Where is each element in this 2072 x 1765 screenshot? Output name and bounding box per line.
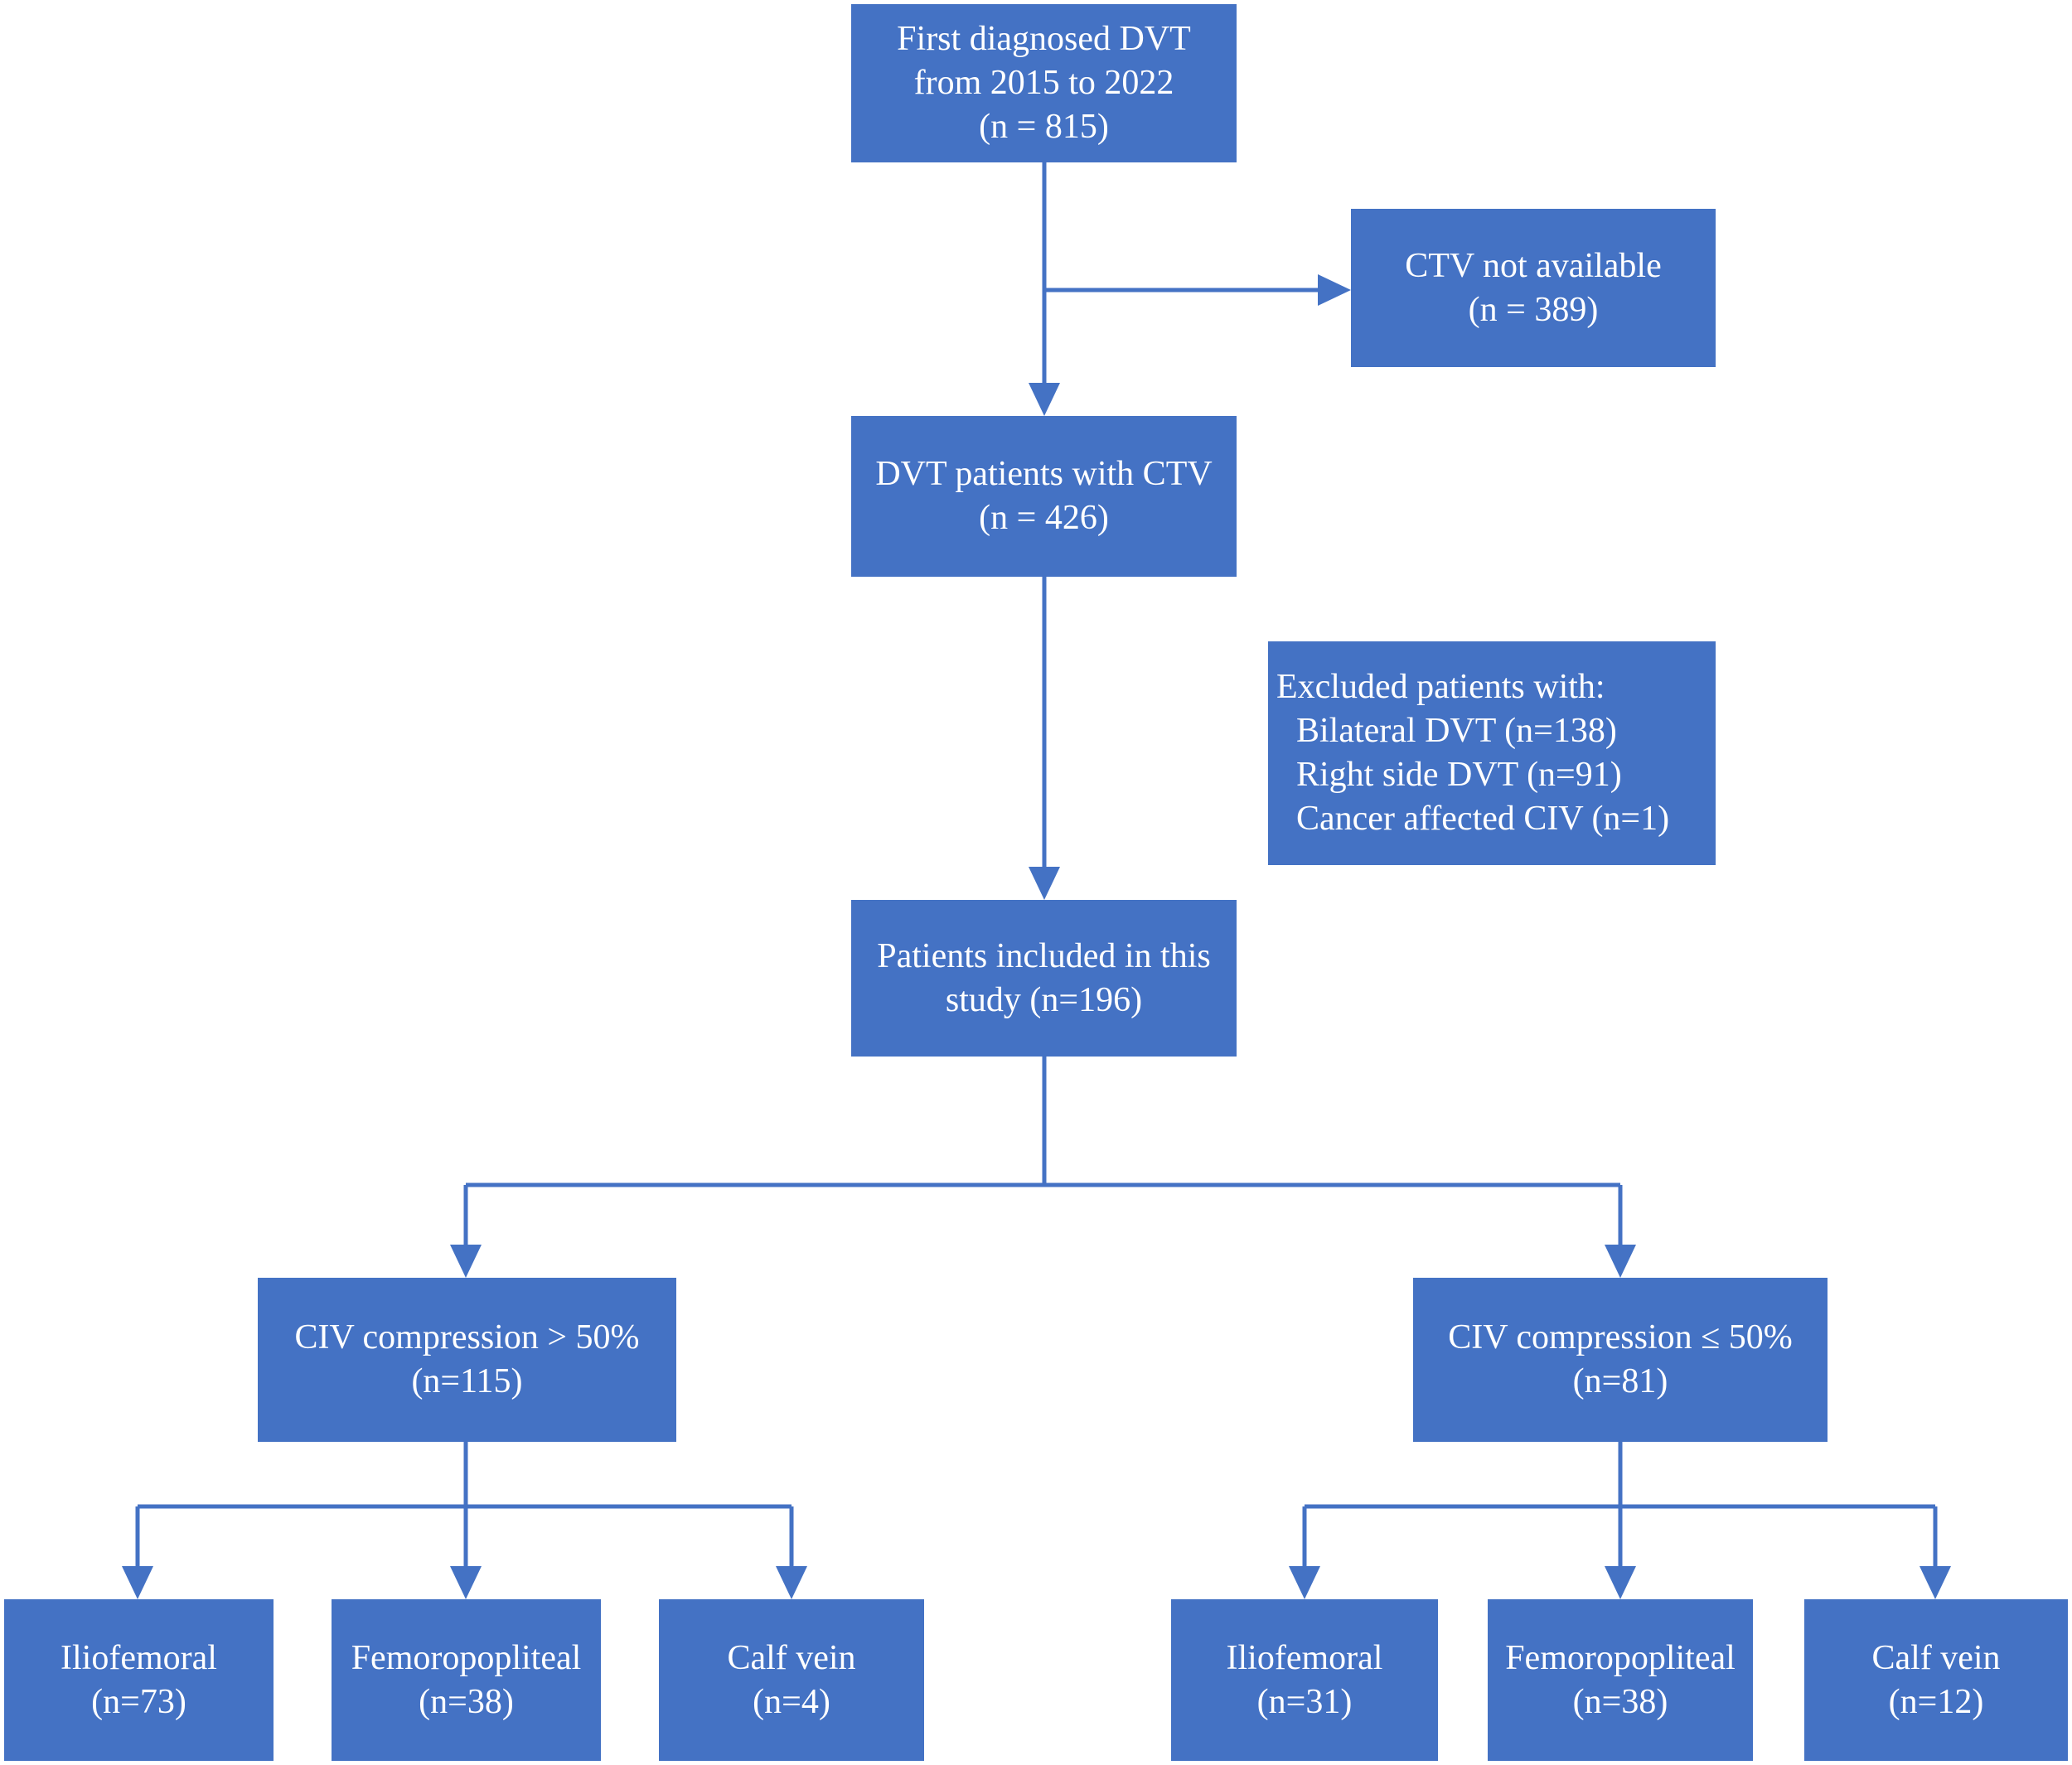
arrowhead-le-femoro [1605, 1566, 1636, 1599]
arrowhead-gt-ilio [122, 1566, 153, 1599]
box-le-iliofemoral: Iliofemoral (n=31) [1171, 1599, 1438, 1761]
box-first-line1: First diagnosed DVT [897, 20, 1191, 58]
arrowhead-le-ilio [1289, 1566, 1320, 1599]
box-gt-femoro-line2: (n=38) [419, 1682, 514, 1721]
box-gt50-line1: CIV compression > 50% [294, 1318, 640, 1356]
box-le-ilio-line1: Iliofemoral [1226, 1638, 1383, 1677]
arrowhead-ctv-not [1318, 274, 1351, 306]
box-ctv-not-line2: (n = 389) [1468, 290, 1599, 329]
box-gt-femoro-line1: Femoropopliteal [351, 1638, 582, 1677]
box-le-calf-line2: (n=12) [1888, 1682, 1984, 1721]
box-le50-line2: (n=81) [1572, 1362, 1668, 1400]
box-le-ilio-line2: (n=31) [1256, 1682, 1353, 1721]
box-gt-calf-line1: Calf vein [727, 1638, 856, 1677]
box-ctv-not-available: CTV not available (n = 389) [1351, 209, 1716, 367]
box-dvt-with-ctv: DVT patients with CTV (n = 426) [851, 416, 1237, 577]
box-excluded-item: Cancer affected CIV (n=1) [1296, 800, 1670, 838]
box-civ-gt50: CIV compression > 50% (n=115) [258, 1278, 676, 1442]
arrowhead-gt-calf [776, 1566, 807, 1599]
box-first-line3: (n = 815) [979, 108, 1109, 146]
box-first-diagnosed: First diagnosed DVT from 2015 to 2022 (n… [851, 4, 1237, 162]
arrowhead-gt-femoro [450, 1566, 482, 1599]
arrowhead-le50 [1605, 1245, 1636, 1278]
box-ctv-not-line1: CTV not available [1405, 246, 1662, 285]
arrowhead-le-calf [1920, 1566, 1951, 1599]
box-gt-calf-vein: Calf vein (n=4) [659, 1599, 924, 1761]
box-le-calf-vein: Calf vein (n=12) [1804, 1599, 2068, 1761]
arrowhead-with-ctv [1029, 383, 1060, 416]
arrowhead-included [1029, 867, 1060, 900]
box-gt-iliofemoral: Iliofemoral (n=73) [4, 1599, 274, 1761]
box-le-femoro-line2: (n=38) [1572, 1682, 1668, 1721]
box-included: Patients included in this study (n=196) [851, 900, 1237, 1057]
box-excluded: Excluded patients with: Bilateral DVT (n… [1268, 641, 1716, 865]
box-with-ctv-line2: (n = 426) [979, 499, 1109, 537]
box-gt50-line2: (n=115) [411, 1362, 523, 1400]
box-with-ctv-line1: DVT patients with CTV [875, 455, 1213, 493]
box-le50-line1: CIV compression ≤ 50% [1448, 1318, 1793, 1356]
box-civ-le50: CIV compression ≤ 50% (n=81) [1413, 1278, 1828, 1442]
box-gt-ilio-line2: (n=73) [91, 1682, 186, 1721]
box-excluded-title: Excluded patients with: [1276, 668, 1605, 706]
box-gt-femoropopliteal: Femoropopliteal (n=38) [332, 1599, 601, 1761]
box-included-line1: Patients included in this [877, 936, 1211, 975]
box-gt-ilio-line1: Iliofemoral [61, 1638, 217, 1677]
box-excluded-item: Right side DVT (n=91) [1296, 756, 1622, 794]
box-le-calf-line1: Calf vein [1871, 1638, 2001, 1677]
box-included-line2: study (n=196) [945, 980, 1143, 1019]
box-le-femoro-line1: Femoropopliteal [1505, 1638, 1736, 1677]
box-excluded-item: Bilateral DVT (n=138) [1296, 712, 1617, 750]
box-first-line2: from 2015 to 2022 [913, 64, 1174, 102]
box-gt-calf-line2: (n=4) [753, 1682, 830, 1721]
box-le-femoropopliteal: Femoropopliteal (n=38) [1488, 1599, 1753, 1761]
arrowhead-gt50 [450, 1245, 482, 1278]
